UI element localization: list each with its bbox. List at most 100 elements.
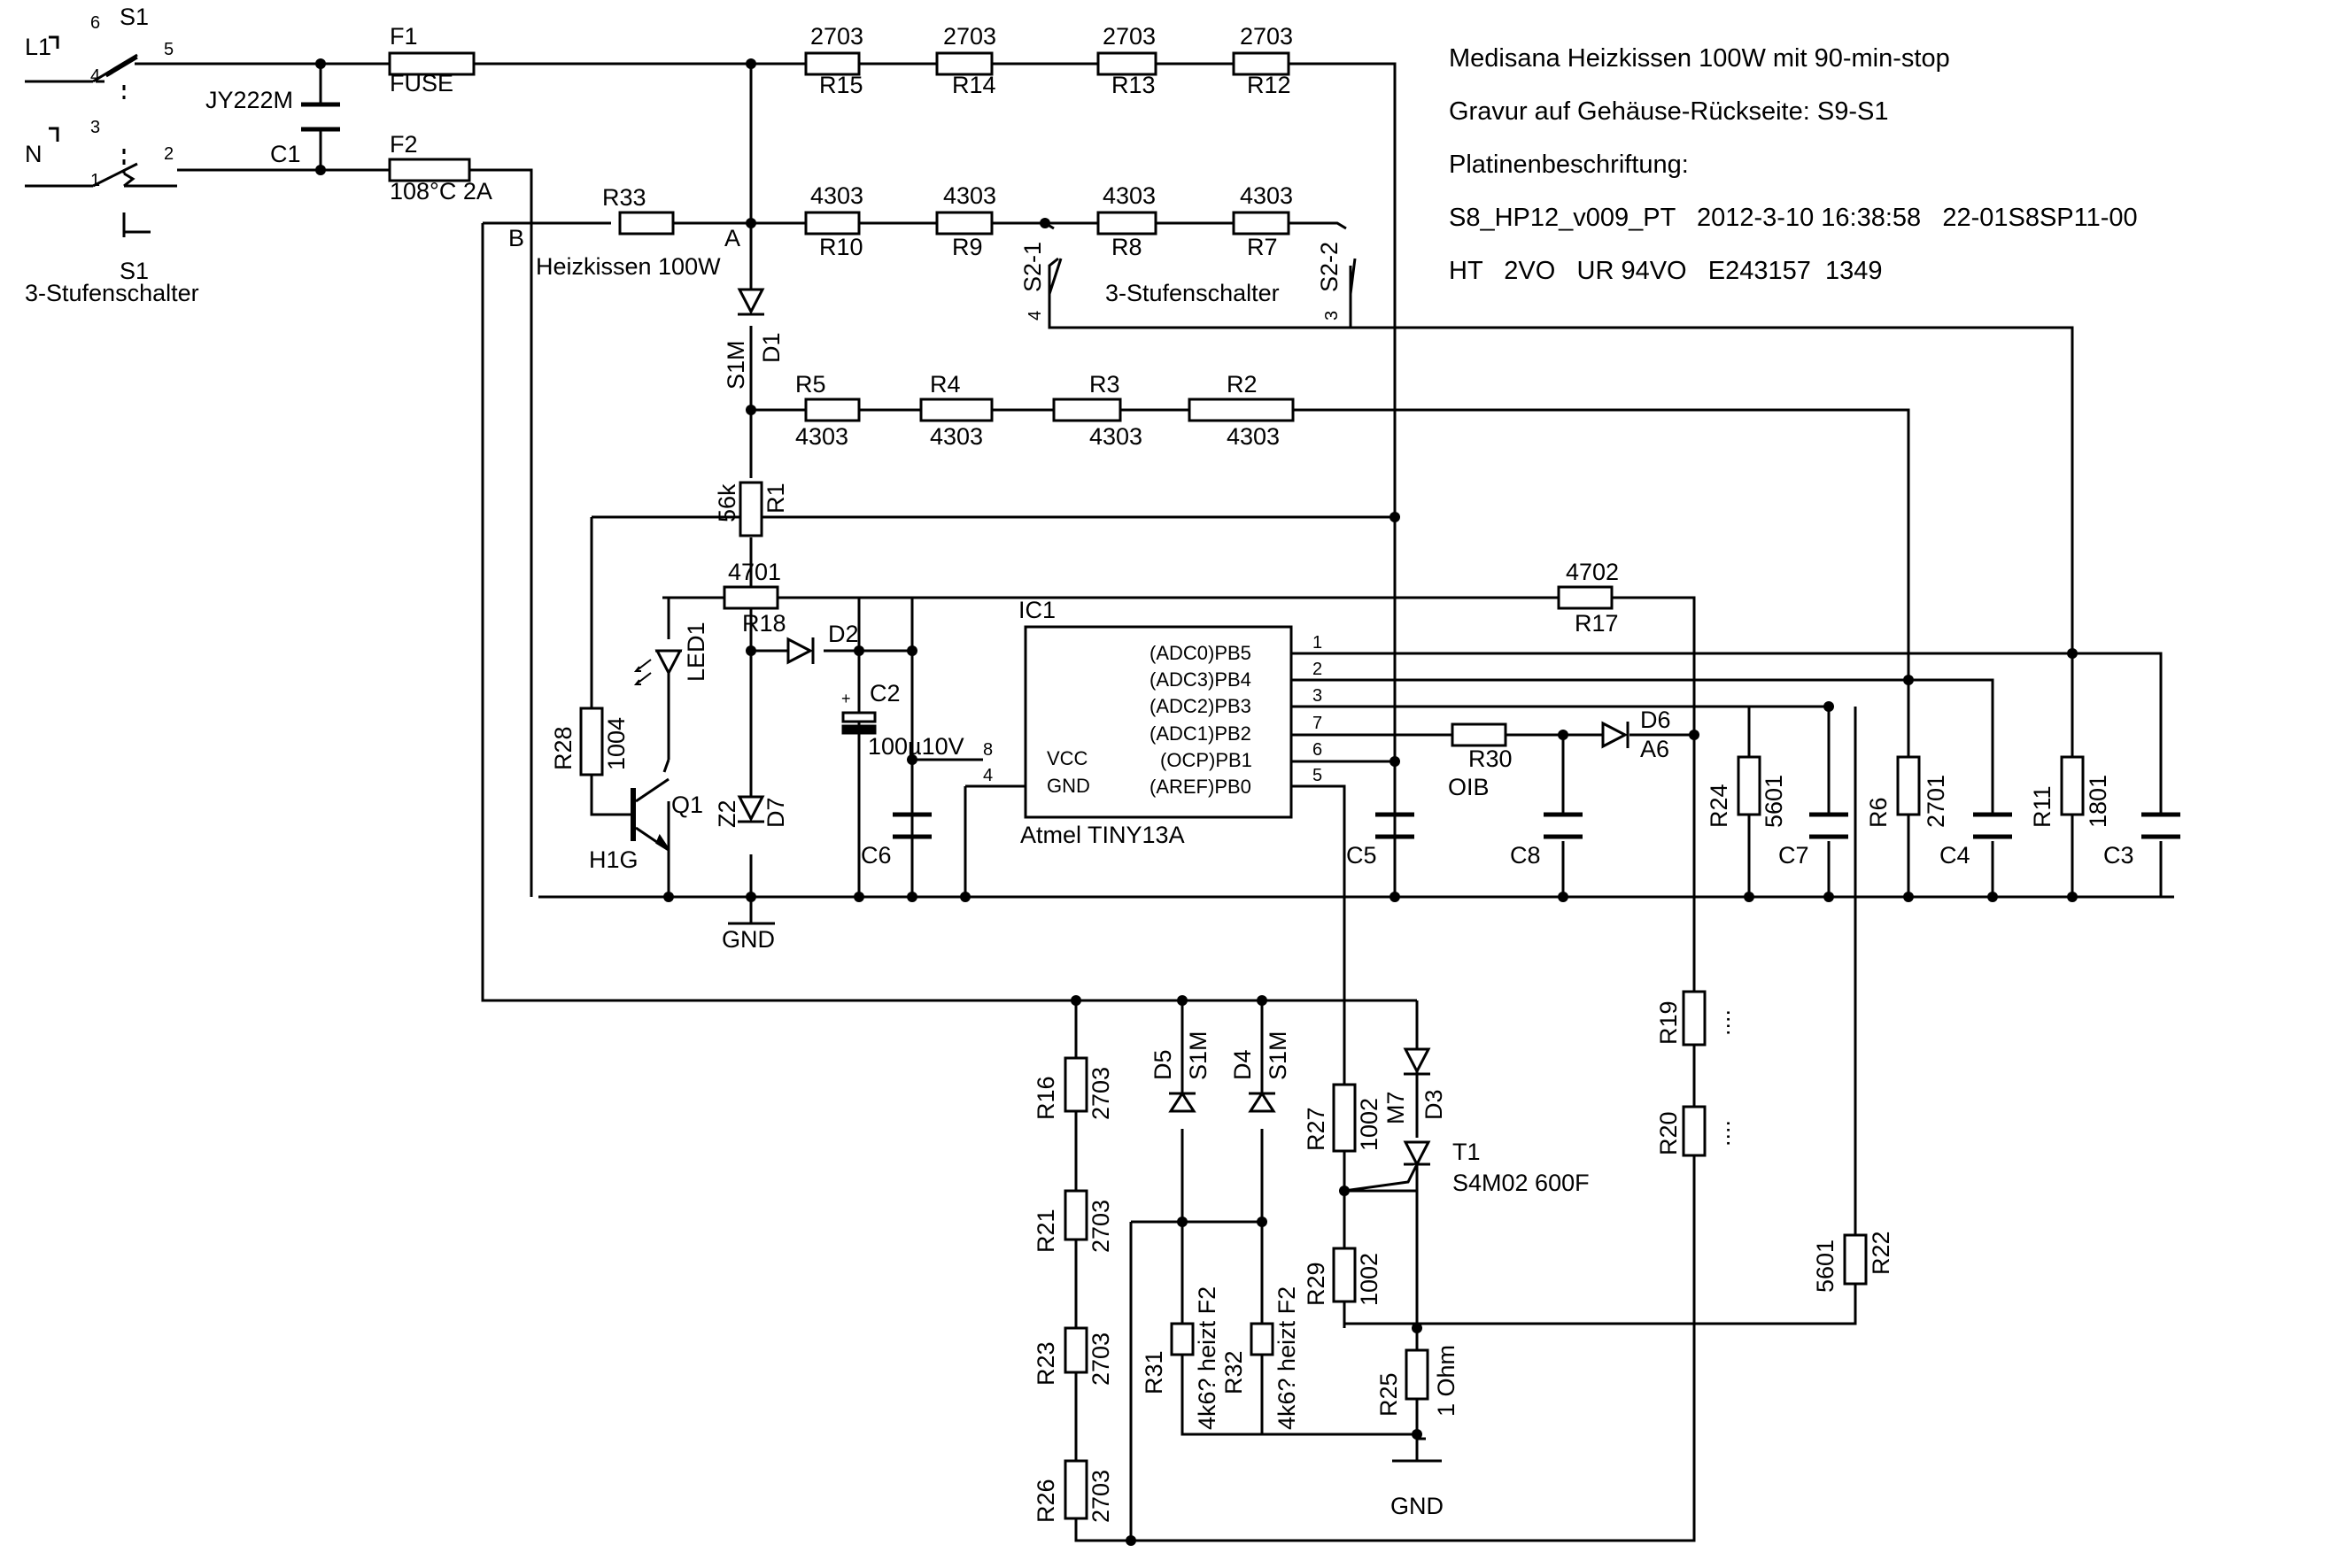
label-d3-part: M7 xyxy=(1382,1091,1409,1124)
resistor-r25 xyxy=(1405,1348,1429,1401)
resistor-r2 xyxy=(1188,398,1295,422)
label-r18: R18 xyxy=(742,610,786,637)
label-r32-value: 4k6? heizt F2 xyxy=(1273,1286,1300,1430)
diode-d4 xyxy=(1248,1091,1276,1113)
label-ic-pin4: 4 xyxy=(983,766,993,785)
label-r6: R6 xyxy=(1865,797,1892,828)
label-r26-value: 2703 xyxy=(1088,1470,1114,1523)
label-c1: C1 xyxy=(270,141,301,167)
label-r9: R9 xyxy=(952,234,983,260)
led-led1 xyxy=(654,649,683,676)
gnd-symbols xyxy=(728,922,1442,1463)
resistor-r12 xyxy=(1232,51,1290,76)
notes-pcb-heading: Platinenbeschriftung: xyxy=(1449,151,1689,179)
label-r11-value: 1801 xyxy=(2085,775,2111,828)
label-gnd-1: GND xyxy=(722,926,775,953)
resistor-r20 xyxy=(1682,1105,1707,1157)
label-d5: D5 xyxy=(1150,1049,1176,1080)
label-r31-value: 4k6? heizt F2 xyxy=(1194,1286,1220,1430)
label-r1: R1 xyxy=(762,483,789,514)
label-s1-pin1: 1 xyxy=(90,171,100,190)
label-c2: C2 xyxy=(870,680,901,707)
label-r4: R4 xyxy=(930,371,961,398)
switch-s1 xyxy=(49,35,151,237)
fuse-f1 xyxy=(388,51,476,76)
label-ic-pin1: 1 xyxy=(1312,633,1322,653)
label-r24: R24 xyxy=(1706,784,1732,828)
resistors xyxy=(388,51,2085,1520)
label-ic-pb5: (ADC0)PB5 xyxy=(1150,642,1251,664)
resistor-r8 xyxy=(1096,211,1157,236)
resistor-r5 xyxy=(804,398,861,422)
label-r17: R17 xyxy=(1575,610,1619,637)
label-r9-value: 4303 xyxy=(943,182,996,209)
diode-d7 xyxy=(737,795,765,823)
diode-d6 xyxy=(1601,721,1629,749)
label-c6: C6 xyxy=(861,842,892,869)
resistor-r19 xyxy=(1682,990,1707,1047)
label-c3: C3 xyxy=(2103,842,2134,869)
capacitor-c7 xyxy=(1809,812,1848,839)
label-r30: R30 xyxy=(1468,745,1513,772)
resistor-r22 xyxy=(1843,1233,1868,1286)
label-s1-pin2: 2 xyxy=(164,144,174,164)
label-ic-gnd: GND xyxy=(1047,775,1090,797)
label-r13: R13 xyxy=(1111,72,1156,98)
capacitors xyxy=(301,102,2180,839)
label-r19: R19 xyxy=(1655,1000,1682,1045)
resistor-r18 xyxy=(723,585,779,610)
resistor-r14 xyxy=(935,51,994,76)
label-r28: R28 xyxy=(550,726,577,770)
label-s1-bottom: S1 xyxy=(120,258,149,284)
label-ic-pb1: (OCP)PB1 xyxy=(1160,749,1252,771)
resistor-r23 xyxy=(1064,1326,1088,1374)
capacitor-c6 xyxy=(893,812,932,839)
label-r13-value: 2703 xyxy=(1103,23,1156,50)
label-ic-vcc: VCC xyxy=(1047,747,1088,769)
label-r1-value: 56k xyxy=(714,483,740,522)
label-r27-value: 1002 xyxy=(1356,1098,1382,1151)
label-r15: R15 xyxy=(819,72,863,98)
capacitor-c4 xyxy=(1973,812,2012,839)
diode-d1 xyxy=(737,288,765,315)
diode-d2 xyxy=(786,637,814,665)
label-d4: D4 xyxy=(1229,1049,1256,1080)
label-d3: D3 xyxy=(1420,1089,1447,1120)
capacitor-c2 xyxy=(841,711,877,735)
label-z2: Z2 xyxy=(714,799,740,828)
label-ic-pin6: 6 xyxy=(1312,740,1322,760)
label-r20: R20 xyxy=(1655,1111,1682,1155)
capacitor-c5 xyxy=(1375,812,1414,839)
label-f1: F1 xyxy=(390,23,418,50)
label-r18-value: 4701 xyxy=(728,559,781,585)
label-r3-value: 4303 xyxy=(1089,423,1142,450)
label-r16: R16 xyxy=(1033,1076,1059,1120)
label-r32: R32 xyxy=(1220,1350,1247,1394)
label-s2-pin4: 4 xyxy=(1026,311,1045,321)
label-r30-value: OIB xyxy=(1448,774,1490,800)
label-r12: R12 xyxy=(1247,72,1291,98)
label-node-a: A xyxy=(724,225,740,251)
label-d2: D2 xyxy=(828,621,859,647)
label-r19-value: .... xyxy=(1708,1009,1735,1036)
label-s1-pin6: 6 xyxy=(90,13,100,33)
label-r7: R7 xyxy=(1247,234,1278,260)
resistor-r29 xyxy=(1332,1247,1357,1303)
label-r6-value: 2701 xyxy=(1923,775,1949,828)
label-r31: R31 xyxy=(1141,1350,1167,1394)
label-r20-value: .... xyxy=(1708,1120,1735,1147)
label-r8-value: 4303 xyxy=(1103,182,1156,209)
resistor-r26 xyxy=(1064,1459,1088,1520)
capacitor-c1 xyxy=(301,102,340,132)
label-gnd-2: GND xyxy=(1390,1493,1444,1519)
label-node-b: B xyxy=(508,225,524,251)
label-r22-value: 5601 xyxy=(1812,1240,1838,1293)
label-r10: R10 xyxy=(819,234,863,260)
label-s2-switch: 3-Stufenschalter xyxy=(1105,280,1280,306)
resistor-r4 xyxy=(919,398,994,422)
label-heizkissen: Heizkissen 100W xyxy=(536,253,721,280)
label-r21: R21 xyxy=(1033,1209,1059,1253)
triac-t1 xyxy=(1403,1140,1431,1168)
label-c2-plus: + xyxy=(841,690,851,707)
label-r16-value: 2703 xyxy=(1088,1067,1114,1120)
